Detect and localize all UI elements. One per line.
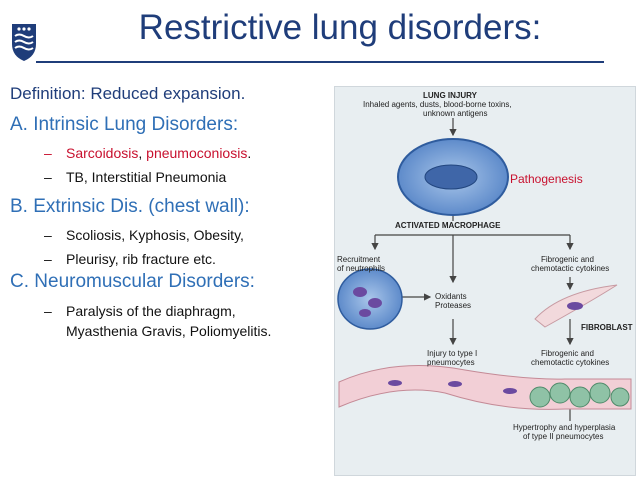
fibrogenic-line2: chemotactic cytokines xyxy=(531,264,610,273)
sarcoidosis-text: Sarcoidosis xyxy=(66,145,139,161)
slide-title: Restrictive lung disorders: xyxy=(138,8,542,47)
section-a-heading: A. Intrinsic Lung Disorders: xyxy=(10,114,239,135)
list-item: –TB, Interstitial Pneumonia xyxy=(44,169,227,185)
definition-text: Definition: Reduced expansion. xyxy=(10,84,246,103)
pathogenesis-diagram: LUNG INJURY Inhaled agents, dusts, blood… xyxy=(334,86,636,476)
hypertrophy-line2: of type II pneumocytes xyxy=(523,432,604,441)
injury-causes-line2: unknown antigens xyxy=(423,109,488,118)
university-crest-icon xyxy=(12,24,36,61)
activated-macrophage-label: ACTIVATED MACROPHAGE xyxy=(393,221,503,230)
list-item: –Paralysis of the diaphragm, xyxy=(44,303,236,319)
oxidants-line2: Proteases xyxy=(435,301,472,310)
fibrogenic-b-line1: Fibrogenic and xyxy=(541,349,594,358)
recruitment-line2: of neutrophils xyxy=(337,264,386,273)
title-underline xyxy=(36,61,604,63)
list-item-continuation: Myasthenia Gravis, Poliomyelitis. xyxy=(66,323,272,339)
section-c-heading: C. Neuromuscular Disorders: xyxy=(10,271,255,292)
pathogenesis-illustration xyxy=(337,118,632,421)
injury-type1-line2: pneumocytes xyxy=(427,358,475,367)
lung-injury-label: LUNG INJURY xyxy=(423,91,477,100)
pneumoconiosis-text: pneumoconiosis xyxy=(146,145,248,161)
section-b-heading: B. Extrinsic Dis. (chest wall): xyxy=(10,196,250,217)
fibrogenic-line1: Fibrogenic and xyxy=(541,255,594,264)
recruitment-line1: Recruitment xyxy=(337,255,381,264)
fibroblast-label: FIBROBLAST xyxy=(581,323,633,332)
list-item: –Sarcoidosis, pneumoconiosis. xyxy=(44,145,252,161)
injury-causes-line1: Inhaled agents, dusts, blood-borne toxin… xyxy=(363,100,512,109)
list-item: –Pleurisy, rib fracture etc. xyxy=(44,251,216,267)
injury-type1-line1: Injury to type I xyxy=(427,349,478,358)
fibrogenic-b-line2: chemotactic cytokines xyxy=(531,358,610,367)
list-item: –Scoliosis, Kyphosis, Obesity, xyxy=(44,227,244,243)
pathogenesis-caption: Pathogenesis xyxy=(510,172,583,186)
oxidants-line1: Oxidants xyxy=(435,292,467,301)
hypertrophy-line1: Hypertrophy and hyperplasia xyxy=(513,423,616,432)
